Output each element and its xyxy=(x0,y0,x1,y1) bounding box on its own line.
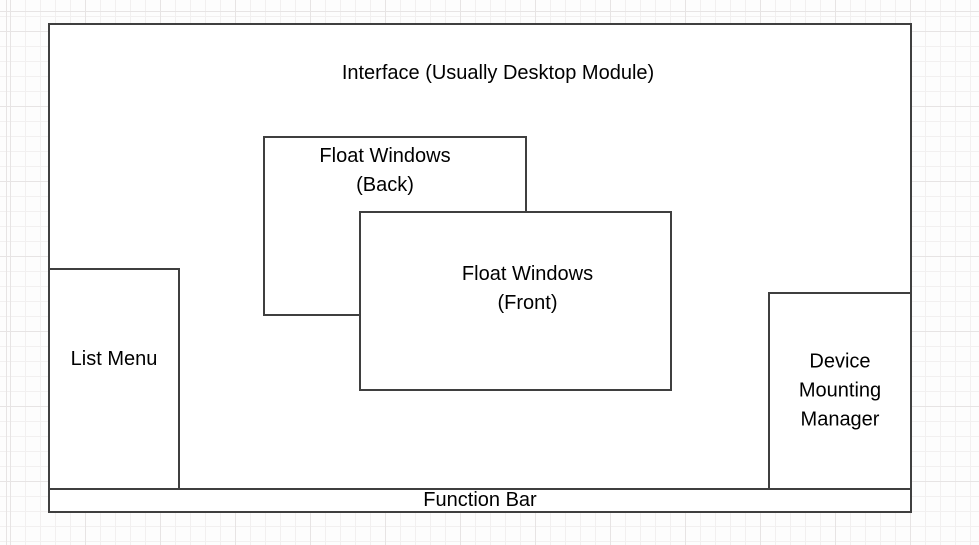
interface-title-text: Interface (Usually Desktop Module) xyxy=(341,62,655,84)
list-menu-label-wrap: List Menu xyxy=(50,270,178,374)
list-menu-label: List Menu xyxy=(70,348,158,370)
float-window-back-line2: (Back) xyxy=(356,174,414,196)
device-mounting-manager-line3: Manager xyxy=(800,408,880,431)
function-bar-label-wrap: Function Bar xyxy=(423,486,536,515)
float-window-back-line1: Float Windows xyxy=(319,145,451,167)
float-window-back-label: Float Windows (Back) xyxy=(265,138,525,200)
function-bar-box[interactable]: Function Bar xyxy=(48,488,912,513)
device-mounting-manager-line2: Mounting xyxy=(798,379,882,402)
device-mounting-manager-label: Device Mounting Manager xyxy=(770,348,910,435)
function-bar-label: Function Bar xyxy=(423,489,537,511)
float-window-front-line2: (Front) xyxy=(497,292,558,314)
float-window-front-line1: Float Windows xyxy=(461,263,594,285)
device-mounting-manager-line1: Device xyxy=(809,350,871,373)
device-mounting-manager-box[interactable]: Device Mounting Manager xyxy=(768,292,912,490)
float-window-front-label: Float Windows (Front) xyxy=(361,213,670,318)
float-window-front-box[interactable]: Float Windows (Front) xyxy=(359,211,672,391)
interface-title: Interface (Usually Desktop Module) xyxy=(50,59,910,88)
list-menu-box[interactable]: List Menu xyxy=(48,268,180,490)
